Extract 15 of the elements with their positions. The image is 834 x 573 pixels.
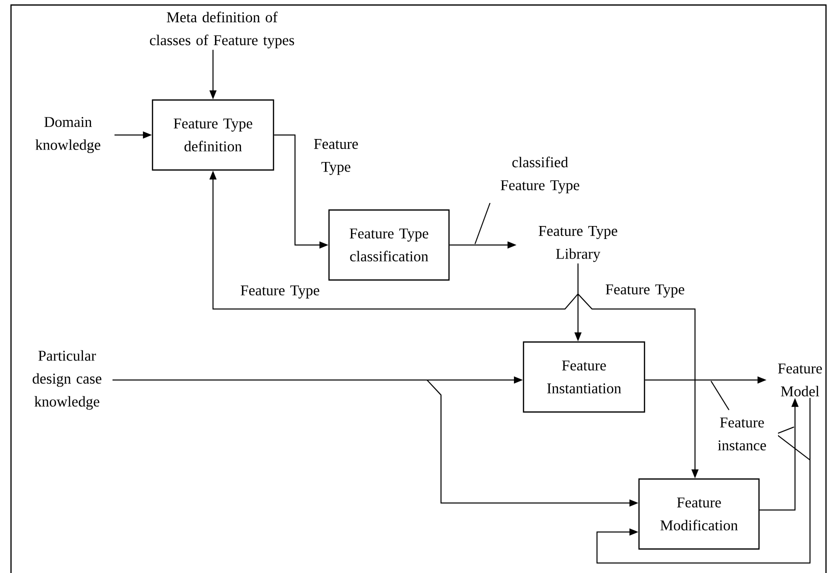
process-box: Feature Modification [638, 478, 760, 550]
flow-label: Domain knowledge [36, 116, 100, 153]
edge-label: Feature Type [314, 139, 358, 175]
process-box: Feature Type classification [328, 209, 450, 281]
arrow [596, 397, 810, 564]
flow-label: Particular design case knowledge [32, 350, 102, 410]
edge-label: Feature Type [240, 286, 320, 298]
process-box: Feature Type definition [152, 99, 274, 171]
edge-label: Feature instance [718, 418, 766, 450]
edge-label: classified Feature Type [500, 156, 580, 194]
flow-label: Meta definition of classes of Feature types [150, 12, 294, 48]
edge-label: Feature Type [606, 284, 684, 298]
flow-label: Feature Type Library [538, 226, 618, 262]
flow-label: Feature Model [778, 364, 822, 396]
process-box: Feature Instantiation [522, 341, 646, 413]
